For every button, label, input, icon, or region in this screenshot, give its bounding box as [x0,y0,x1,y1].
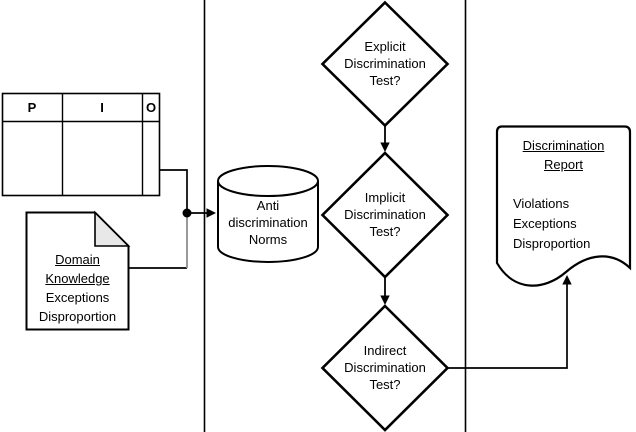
decision-line: Indirect [363,343,407,358]
dataset-table [1,92,161,197]
domain-note-line: Disproportion [38,309,117,324]
decision-line: Test? [369,224,401,239]
arrowhead-to-report [562,275,572,285]
report-body: Violations Exceptions Disproportion [513,194,628,254]
decision-line: Test? [369,377,401,392]
decision-indirect-label: Indirect Discrimination Test? [320,342,450,393]
decision-line: Implicit [364,190,406,205]
decision-line: Discrimination [344,56,426,71]
report-title: Discrimination Report [497,136,630,174]
decision-line: Explicit [364,39,406,54]
connector-table-to-junction [160,169,188,211]
decision-diamond-indirect [320,304,450,432]
decision-implicit-label: Implicit Discrimination Test? [320,189,450,240]
norms-line: discrimination [228,215,308,230]
table-header-o: O [145,100,157,115]
domain-note-line: Knowledge [45,271,110,286]
table-header-p: P [27,100,37,115]
decision-diamond-explicit [320,0,450,128]
decision-explicit-label: Explicit Discrimination Test? [320,38,450,89]
table-outline [1,92,161,197]
report-document [495,125,632,287]
cylinder-body [217,181,319,263]
arrowhead-to-norms [206,208,216,218]
domain-note-line: Domain [55,252,100,267]
junction-dot [182,208,192,218]
report-body-line: Violations [513,196,570,211]
arrowhead-implicit-to-indirect [380,295,390,305]
decision-line: Discrimination [344,360,426,375]
norms-line: Norms [248,232,288,247]
norms-cylinder-label: Anti discrimination Norms [218,197,318,248]
report-body-line: Exceptions [513,216,577,231]
norms-line: Anti [256,198,280,213]
note-fold-corner [94,210,131,247]
report-title-line: Report [543,157,584,172]
decision-line: Test? [369,73,401,88]
decision-line: Discrimination [344,207,426,222]
table-header-i: I [100,100,104,115]
norms-cylinder [217,165,319,263]
cylinder-top [217,165,319,197]
domain-note-line: Exceptions [45,290,110,305]
arrowhead-explicit-to-implicit [380,142,390,152]
report-title-line: Discrimination [522,138,605,153]
connector-indirect-to-report [447,283,568,369]
domain-note-label: Domain Knowledge Exceptions Disproportio… [26,250,129,326]
report-body-line: Disproportion [513,236,591,251]
domain-knowledge-note [25,210,131,331]
